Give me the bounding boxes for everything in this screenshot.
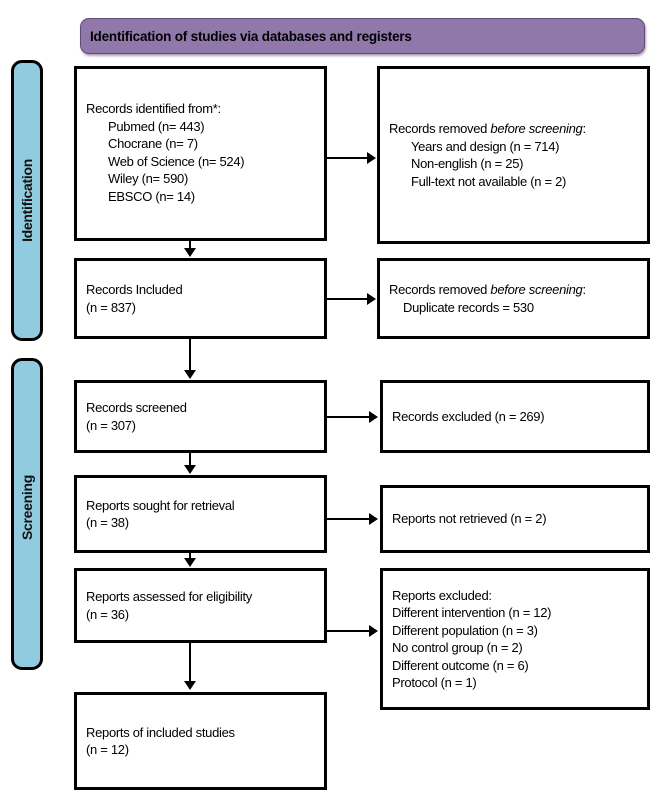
stage-band-screening-label: Screening [19,474,35,540]
records-identified-source: Pubmed (n= 443) [108,118,205,134]
reports-included-line1: Reports of included studies [86,724,235,740]
records-removed-title-pre: Records removed [389,121,491,136]
connector-identified-to-included [189,241,191,250]
records-removed-dup-title-post: : [582,282,586,297]
records-identified-title: Records identified from*: [86,101,221,116]
records-removed-reason: Full-text not available (n = 2) [411,173,567,189]
records-identified-source: Web of Science (n= 524) [108,153,245,169]
header-banner-title: Identification of studies via databases … [90,28,412,44]
reports-assessed-line2: (n = 36) [86,606,129,622]
arrowhead-included-to-screened [184,370,196,379]
records-identified-source: Wiley (n= 590) [108,171,188,186]
records-removed-reason: Years and design (n = 714) [411,138,560,154]
box-records-excluded: Records excluded (n = 269) [380,380,650,453]
reports-not-retrieved-line1: Reports not retrieved (n = 2) [392,511,547,527]
connector-included-to-duplicates [327,298,368,300]
records-identified-source: EBSCO (n= 14) [108,188,195,204]
connector-sought-to-assessed [189,553,191,562]
reports-excluded-reason: Different intervention (n = 12) [392,605,552,620]
connector-assessed-to-reports-excluded [327,630,370,632]
box-records-identified-from: Records identified from*: Pubmed (n= 443… [74,66,327,241]
arrowhead-screened-to-sought [184,465,196,474]
records-removed-dup-detail: Duplicate records = 530 [403,299,534,315]
box-reports-not-retrieved: Reports not retrieved (n = 2) [380,485,650,553]
box-records-removed-duplicates: Records removed before screening: Duplic… [377,258,650,339]
stage-band-identification: Identification [11,60,43,341]
reports-excluded-reason: No control group (n = 2) [392,640,523,655]
records-removed-reason: Non-english (n = 25) [411,156,524,171]
reports-excluded-reason: Protocol (n = 1) [392,675,477,690]
connector-screened-to-excluded [327,416,370,418]
connector-assessed-to-final [189,643,191,682]
arrowhead-assessed-to-final [184,681,196,690]
reports-excluded-reason: Different population (n = 3) [392,622,538,638]
arrowhead-screened-to-excluded [369,411,378,423]
records-removed-title-emphasis: before screening [490,121,583,136]
identification-header-banner: Identification of studies via databases … [80,18,645,54]
arrowhead-sought-to-not-retrieved [369,513,378,525]
records-excluded-line1: Records excluded (n = 269) [392,408,545,424]
records-screened-line2: (n = 307) [86,417,136,433]
records-removed-dup-title-emphasis: before screening [490,282,583,297]
records-included-line1: Records Included [86,282,183,297]
reports-excluded-reason: Different outcome (n = 6) [392,657,529,673]
records-included-line2: (n = 837) [86,299,136,315]
reports-assessed-line1: Reports assessed for eligibility [86,589,252,604]
records-removed-dup-title: Records removed before screening: [389,281,638,299]
arrowhead-sought-to-assessed [184,558,196,567]
box-reports-sought-for-retrieval: Reports sought for retrieval (n = 38) [74,475,327,553]
arrowhead-included-to-duplicates [367,293,376,305]
reports-sought-line1: Reports sought for retrieval [86,497,235,513]
connector-sought-to-not-retrieved [327,518,370,520]
stage-band-screening: Screening [11,358,43,670]
records-screened-line1: Records screened [86,400,187,415]
arrowhead-identified-to-included [184,248,196,257]
reports-excluded-title: Reports excluded: [392,587,492,603]
box-records-screened: Records screened (n = 307) [74,380,327,453]
box-reports-assessed-for-eligibility: Reports assessed for eligibility (n = 36… [74,568,327,643]
arrowhead-assessed-to-reports-excluded [369,625,378,637]
reports-included-line2: (n = 12) [86,742,129,757]
records-identified-source: Chocrane (n= 7) [108,136,198,151]
stage-band-identification-label: Identification [19,159,35,242]
records-removed-title-post: : [582,121,586,136]
connector-included-to-screened [189,339,191,371]
box-records-included: Records Included (n = 837) [74,258,327,339]
records-removed-dup-title-pre: Records removed [389,282,491,297]
arrowhead-identified-to-removed [367,152,376,164]
records-removed-title: Records removed before screening: [389,120,638,138]
reports-sought-line2: (n = 38) [86,515,129,530]
box-reports-of-included-studies: Reports of included studies (n = 12) [74,692,327,790]
box-reports-excluded-detail: Reports excluded: Different intervention… [380,568,650,710]
box-records-removed-before-screening: Records removed before screening: Years … [377,66,650,244]
connector-identified-to-removed [327,157,368,159]
connector-screened-to-sought [189,453,191,467]
